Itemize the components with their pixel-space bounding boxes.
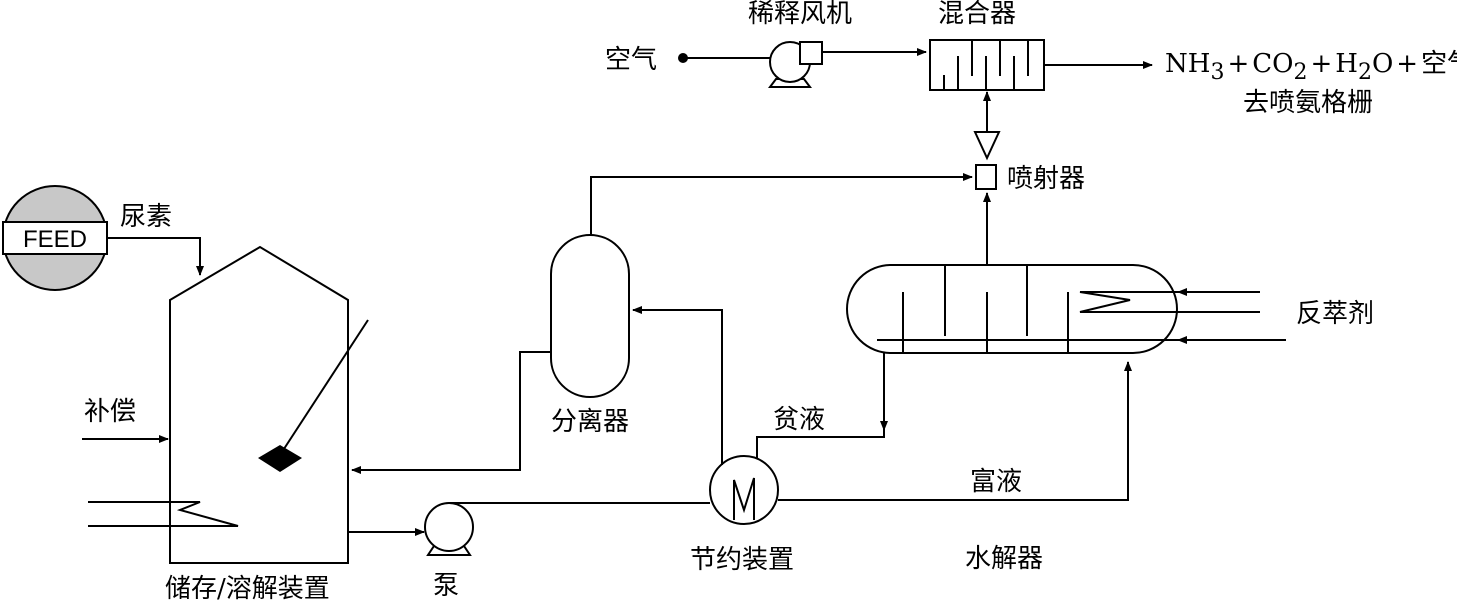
- formula-h: H: [1335, 49, 1358, 79]
- economizer-to-separator-line: [632, 306, 723, 465]
- anti-extractant-label: 反萃剂: [1296, 299, 1374, 329]
- ejector: [973, 131, 1001, 190]
- separator-label: 分离器: [551, 407, 629, 437]
- storage-dissolving-unit: [88, 245, 369, 564]
- formula-o: O: [1372, 49, 1393, 79]
- formula-co: CO: [1252, 49, 1293, 79]
- compensation-label: 补偿: [84, 397, 136, 427]
- formula-nh-sub: 3: [1210, 60, 1224, 85]
- formula-plus-1: +: [1227, 49, 1249, 79]
- output-destination-label: 去喷氨格栅: [1243, 88, 1373, 118]
- formula-plus-3: +: [1396, 49, 1418, 79]
- air-label: 空气: [605, 45, 657, 75]
- dilution-fan-label: 稀释风机: [748, 0, 852, 29]
- ejector-label: 喷射器: [1007, 164, 1085, 194]
- separator-return-line: [351, 351, 551, 474]
- mixer-label: 混合器: [938, 0, 1016, 29]
- rich-liquid-line: [778, 361, 1132, 501]
- formula-air: 空气: [1421, 49, 1457, 79]
- rich-liquid-label: 富液: [970, 467, 1022, 497]
- dilution-fan: [768, 41, 823, 88]
- formula-nh: NH: [1165, 49, 1210, 79]
- economizer-label: 节约装置: [690, 545, 794, 575]
- separator: [550, 234, 630, 398]
- formula-h-sub: 2: [1358, 60, 1372, 85]
- separator-to-ejector-line: [590, 173, 973, 235]
- hydrolyzer-label: 水解器: [965, 544, 1043, 574]
- pump: [424, 502, 474, 556]
- mixer: [929, 39, 1045, 91]
- urea-label: 尿素: [120, 202, 172, 232]
- formula-plus-2: +: [1310, 49, 1332, 79]
- feed-tank: FEED: [2, 185, 108, 291]
- formula-co-sub: 2: [1293, 60, 1307, 85]
- urea-line: [107, 237, 204, 276]
- economizer: [709, 455, 779, 525]
- storage-label: 储存/溶解装置: [165, 574, 330, 604]
- lean-liquid-label: 贫液: [773, 405, 825, 435]
- output-formula: NH3+CO2+H2O+空气: [1165, 49, 1457, 85]
- pump-label: 泵: [433, 571, 459, 601]
- feed-label: FEED: [23, 226, 87, 253]
